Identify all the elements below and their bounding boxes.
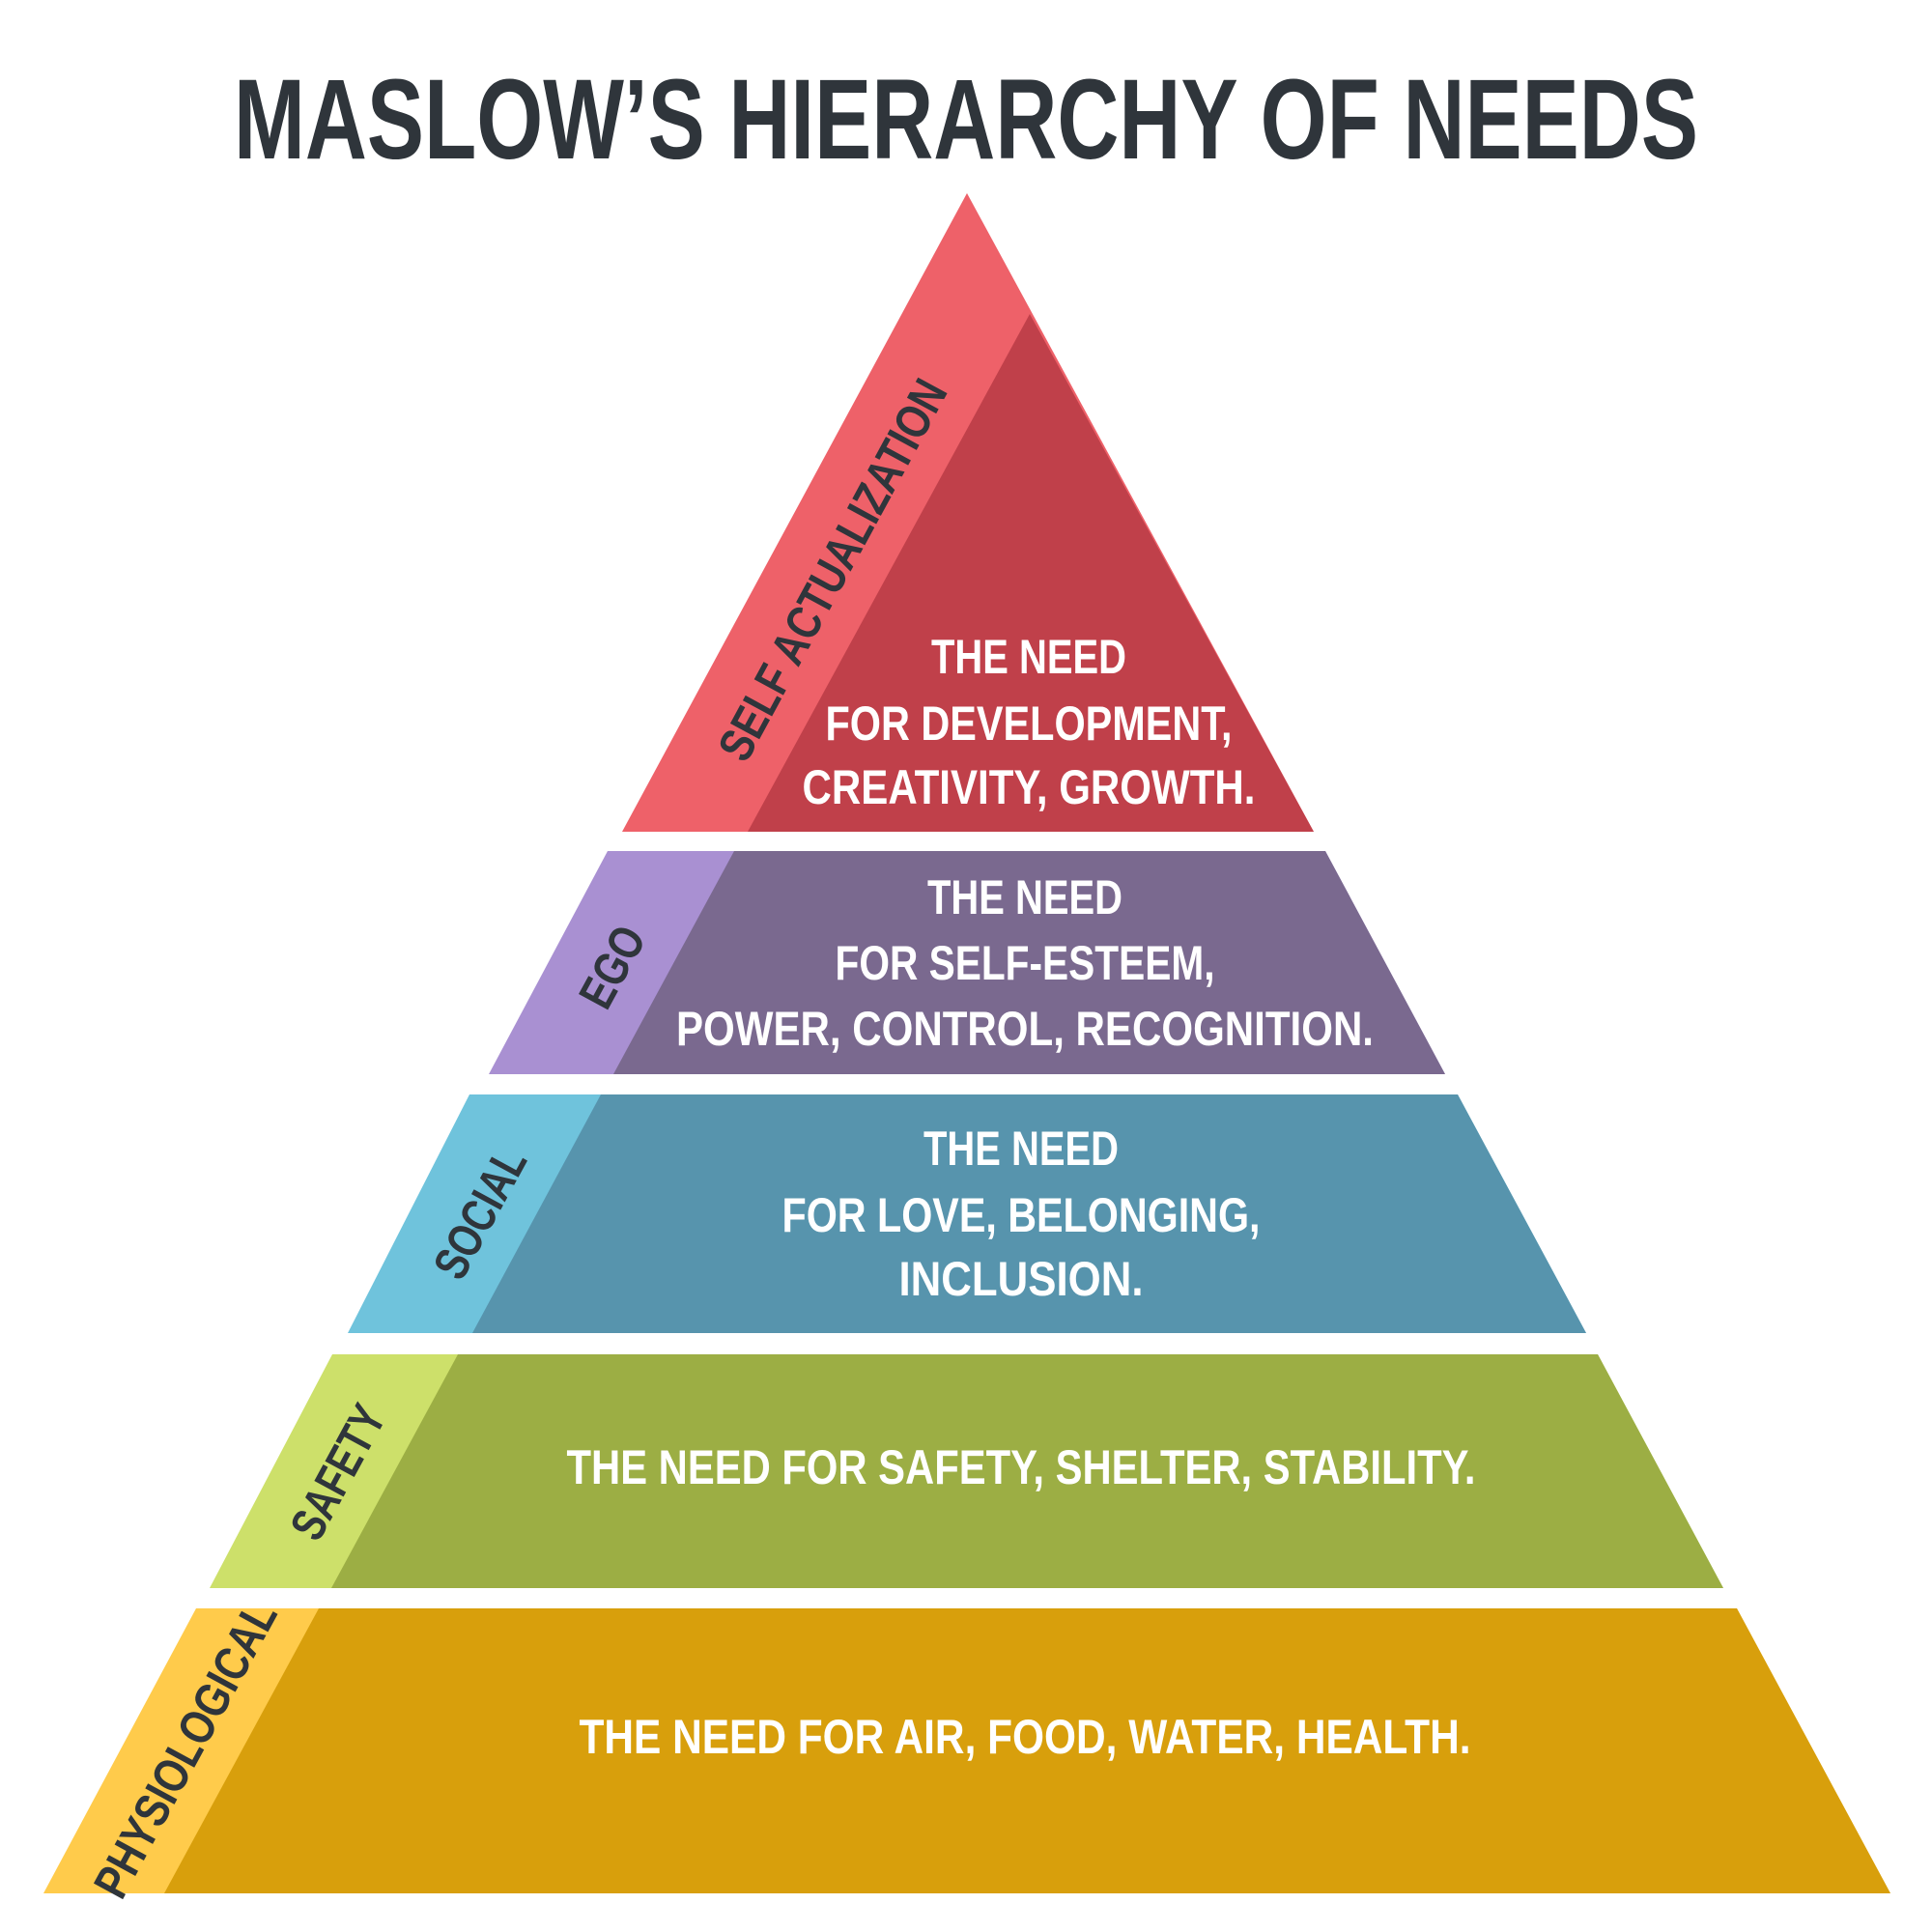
level-ego: EGO THE NEED FOR SELF-ESTEEM, POWER, CON… (489, 851, 1445, 1074)
level-safety-body (331, 1354, 1723, 1588)
level-ego-body (613, 851, 1445, 1074)
level-physiological: PHYSIOLOGICAL THE NEED FOR AIR, FOOD, WA… (43, 1592, 1890, 1907)
level-text: THE NEED FOR AIR, FOOD, WATER, HEALTH. (580, 1710, 1471, 1764)
level-text: FOR DEVELOPMENT, (826, 696, 1233, 751)
level-social-body (472, 1094, 1586, 1333)
level-text: INCLUSION. (899, 1252, 1144, 1306)
level-self-actualization-body (748, 314, 1314, 832)
level-text: THE NEED (923, 1122, 1119, 1176)
level-social: SOCIAL THE NEED FOR LOVE, BELONGING, INC… (348, 1094, 1586, 1333)
level-text: CREATIVITY, GROWTH. (803, 760, 1256, 814)
level-text: POWER, CONTROL, RECOGNITION. (676, 1002, 1374, 1056)
level-self-actualization: SELF ACTUALIZATION THE NEED FOR DEVELOPM… (622, 193, 1314, 832)
level-text: THE NEED (931, 630, 1126, 684)
level-text: THE NEED (927, 870, 1122, 924)
level-text: FOR SELF-ESTEEM, (836, 936, 1215, 990)
level-text: FOR LOVE, BELONGING, (782, 1188, 1261, 1242)
level-text: THE NEED FOR SAFETY, SHELTER, STABILITY. (567, 1440, 1476, 1494)
page-title: MASLOW’S HIERARCHY OF NEEDS (234, 56, 1698, 184)
level-physiological-body (164, 1608, 1890, 1893)
level-safety: SAFETY THE NEED FOR SAFETY, SHELTER, STA… (210, 1354, 1723, 1588)
